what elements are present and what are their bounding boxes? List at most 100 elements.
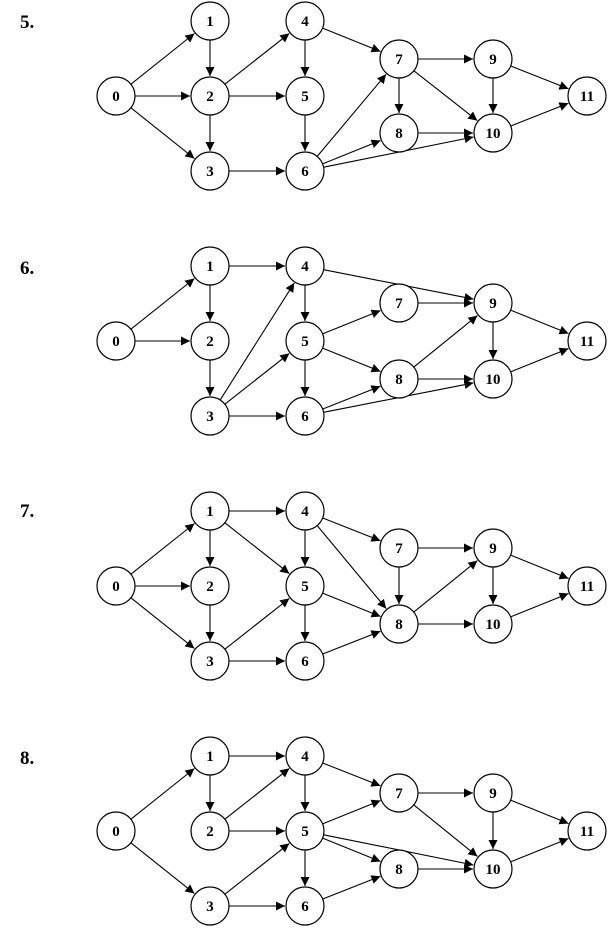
node-label: 8	[395, 862, 403, 878]
node-10: 10	[473, 604, 513, 644]
node-circle	[285, 491, 325, 531]
node-circle	[379, 528, 419, 568]
node-label: 1	[206, 14, 214, 30]
node-11: 11	[567, 566, 607, 606]
node-label: 5	[301, 579, 309, 595]
node-8: 8	[379, 359, 419, 399]
edge-3-to-5	[224, 352, 290, 405]
node-10: 10	[473, 359, 513, 399]
node-circle	[285, 151, 325, 191]
node-circle	[96, 811, 136, 851]
node-5: 5	[285, 321, 325, 361]
node-label: 5	[301, 334, 309, 350]
edge-1-to-5	[224, 522, 290, 575]
node-7: 7	[379, 283, 419, 323]
node-label: 0	[112, 334, 120, 350]
node-3: 3	[190, 641, 230, 681]
node-1: 1	[190, 1, 230, 41]
node-4: 4	[285, 1, 325, 41]
edge-4-to-8	[316, 525, 387, 609]
node-label: 9	[489, 786, 497, 802]
node-9: 9	[473, 773, 513, 813]
node-10: 10	[473, 849, 513, 889]
node-label: 9	[489, 296, 497, 312]
node-9: 9	[473, 283, 513, 323]
edge-3-to-5	[224, 842, 290, 895]
edge-10-to-11	[510, 592, 569, 618]
edge-6-to-8	[322, 875, 381, 900]
node-0: 0	[96, 321, 136, 361]
node-7: 7	[379, 773, 419, 813]
node-circle	[285, 246, 325, 286]
node-4: 4	[285, 736, 325, 776]
edge-4-to-7	[322, 517, 381, 542]
node-3: 3	[190, 396, 230, 436]
node-circle	[473, 849, 513, 889]
edge-6-to-8	[322, 385, 381, 410]
node-label: 8	[395, 372, 403, 388]
node-label: 2	[206, 334, 214, 350]
node-circle	[190, 491, 230, 531]
node-label: 11	[580, 579, 594, 595]
node-label: 7	[395, 541, 403, 557]
node-circle	[285, 396, 325, 436]
node-4: 4	[285, 246, 325, 286]
edge-5-to-8	[322, 837, 381, 863]
edge-2-to-4	[224, 767, 290, 820]
node-3: 3	[190, 886, 230, 926]
node-5: 5	[285, 76, 325, 116]
node-label: 9	[489, 541, 497, 557]
node-label: 1	[206, 504, 214, 520]
edge-0-to-1	[130, 523, 195, 575]
edge-7-to-10	[413, 804, 478, 857]
node-circle	[285, 1, 325, 41]
node-6: 6	[285, 641, 325, 681]
node-2: 2	[190, 811, 230, 851]
node-label: 0	[112, 824, 120, 840]
node-label: 0	[112, 579, 120, 595]
node-6: 6	[285, 886, 325, 926]
node-label: 2	[206, 89, 214, 105]
node-label: 10	[486, 372, 501, 388]
edge-8-to-9	[413, 315, 478, 368]
node-circle	[190, 736, 230, 776]
edge-7-to-10	[413, 70, 478, 122]
node-circle	[379, 773, 419, 813]
node-label: 2	[206, 579, 214, 595]
edge-10-to-11	[510, 102, 569, 127]
node-circle	[190, 641, 230, 681]
node-circle	[190, 811, 230, 851]
node-circle	[379, 283, 419, 323]
node-circle	[190, 566, 230, 606]
edge-6-to-8	[322, 139, 381, 165]
node-circle	[96, 76, 136, 116]
node-label: 1	[206, 259, 214, 275]
problem-6-label: 6.	[20, 258, 34, 279]
edge-5-to-8	[322, 592, 381, 618]
node-8: 8	[379, 113, 419, 153]
edge-3-to-4	[219, 282, 295, 401]
edge-4-to-7	[322, 27, 381, 53]
node-label: 9	[489, 52, 497, 68]
node-1: 1	[190, 246, 230, 286]
node-label: 4	[301, 504, 309, 520]
node-5: 5	[285, 811, 325, 851]
node-label: 3	[206, 409, 214, 425]
edge-0-to-3	[130, 107, 195, 159]
node-circle	[379, 849, 419, 889]
edge-0-to-3	[130, 842, 195, 894]
node-label: 5	[301, 824, 309, 840]
node-label: 10	[486, 862, 501, 878]
edge-6-to-8	[322, 630, 381, 655]
edge-0-to-1	[130, 33, 195, 85]
node-4: 4	[285, 491, 325, 531]
node-circle	[473, 773, 513, 813]
node-3: 3	[190, 151, 230, 191]
node-11: 11	[567, 811, 607, 851]
problem-8-label: 8.	[20, 748, 34, 769]
